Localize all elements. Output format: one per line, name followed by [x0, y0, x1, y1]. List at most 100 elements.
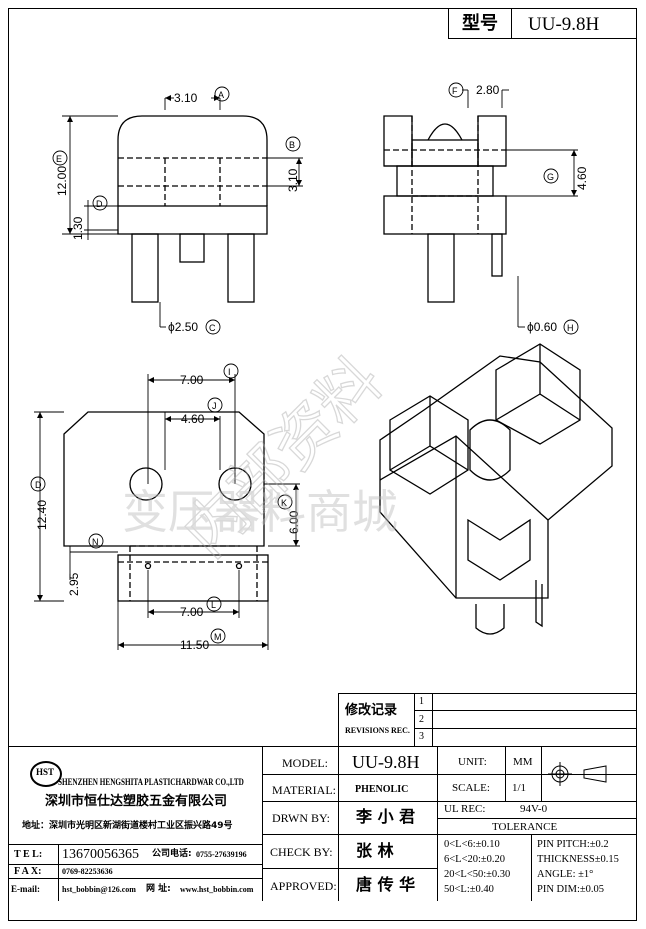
- rev-divider-b: [432, 693, 433, 746]
- approved-label: APPROVED:: [270, 879, 337, 893]
- fax-label: F A X:: [14, 866, 42, 877]
- dim-600: 6.00: [287, 510, 301, 534]
- check-label: CHECK BY:: [270, 845, 333, 859]
- unit-value: MM: [513, 756, 533, 768]
- model-header-box: [448, 8, 637, 39]
- right-divider: [437, 746, 438, 901]
- circle-m: M: [214, 632, 222, 642]
- circle-n: N: [92, 537, 99, 547]
- side-view: [383, 115, 507, 303]
- tolerance-row-3: 20<L<50:±0.30: [444, 869, 511, 880]
- dim-130: 1.30: [71, 216, 85, 240]
- revision-block: [338, 693, 637, 746]
- company-logo: [30, 761, 62, 787]
- model-value: UU-9.8H: [352, 752, 420, 772]
- ul-label: UL REC:: [444, 803, 486, 815]
- rev-mark-1: 1: [419, 696, 424, 707]
- material-label: MATERIAL:: [272, 783, 336, 797]
- isometric-view: [379, 343, 613, 635]
- scale-label: SCALE:: [452, 782, 490, 794]
- rev-divider-a: [414, 693, 415, 746]
- revision-title-en: REVISIONS REC.: [345, 726, 410, 735]
- circle-d-top: D: [35, 480, 42, 490]
- tel-value: 13670056365: [62, 847, 139, 862]
- dim-1240: 12.40: [35, 500, 49, 530]
- approved-value: 唐 传 华: [356, 875, 416, 894]
- circle-l: L: [211, 600, 216, 610]
- top-view: [63, 411, 269, 602]
- company-tel-value: 0755-27639196: [196, 850, 247, 859]
- value-divider: [338, 746, 339, 901]
- circle-i: I: [228, 367, 231, 377]
- unit-divider-2: [541, 746, 542, 801]
- circle-d-front: D: [96, 199, 103, 209]
- fax-value: 0769-82253636: [62, 867, 113, 876]
- circle-e: E: [56, 154, 62, 164]
- rev-mark-3: 3: [419, 731, 424, 742]
- title-block: [8, 746, 637, 901]
- company-address: 地址：深圳市光明区新湖街道楼村工业区振兴路49号: [22, 821, 233, 831]
- row-line-3: [262, 834, 438, 835]
- model-label: MODEL:: [282, 756, 328, 770]
- dim-295: 2.95: [67, 572, 81, 596]
- circle-k: K: [281, 498, 287, 508]
- tol-line-1: [437, 818, 637, 819]
- drawn-value: 李 小 君: [356, 807, 416, 826]
- company-name-en: SHENZHEN HENGSHITA PLASTICHARDWAR CO.,LT…: [58, 777, 244, 787]
- circle-h: H: [567, 323, 574, 333]
- dim-pin-dia-060: ϕ0.60: [527, 320, 557, 334]
- tolerance-row-1: 0<L<6:±0.10: [444, 839, 500, 850]
- dim-310-vert: 3.10: [286, 168, 300, 192]
- circle-j: J: [212, 401, 217, 411]
- material-value: PHENOLIC: [355, 784, 409, 795]
- dim-height-1200: 12.00: [55, 166, 69, 196]
- company-tel-label: 公司电话:: [152, 849, 192, 859]
- scale-value: 1/1: [512, 782, 527, 794]
- angle: ANGLE: ±1°: [537, 869, 594, 880]
- thickness: THICKNESS±0.15: [537, 854, 619, 865]
- drawn-label: DRWN BY:: [272, 811, 330, 825]
- circle-c: C: [209, 323, 216, 333]
- front-view-dims: [52, 86, 303, 335]
- tolerance-label: TOLERANCE: [492, 821, 558, 833]
- check-value: 张 林: [356, 841, 394, 860]
- contact-col-1: [58, 844, 59, 901]
- projection-symbol: [548, 762, 607, 786]
- unit-divider: [505, 746, 506, 801]
- watermark-line1: 变压器料商城: [122, 486, 398, 538]
- contact-line-3: [8, 878, 263, 879]
- circle-g: G: [547, 172, 554, 182]
- drawing-sheet: [8, 8, 637, 921]
- dim-pin-dia: ϕ2.50: [168, 320, 198, 334]
- header-model-value: UU-9.8H: [528, 14, 600, 35]
- tolerance-row-4: 50<L:±0.40: [444, 884, 494, 895]
- circle-a: A: [218, 90, 224, 100]
- web-value: www.hst_bobbin.com: [180, 885, 254, 894]
- company-divider: [262, 746, 263, 901]
- dim-460: 4.60: [181, 412, 205, 426]
- web-label: 网 址:: [146, 884, 171, 894]
- top-view-dims: [30, 363, 300, 650]
- rev-line-1: [414, 710, 637, 711]
- row-line-2: [262, 801, 637, 802]
- pin-dim: PIN DIM:±0.05: [537, 884, 605, 895]
- front-view: [117, 115, 268, 303]
- model-header-divider: [511, 8, 512, 39]
- dim-700-bottom: 7.00: [180, 605, 204, 619]
- dim-1150: 11.50: [180, 638, 209, 652]
- company-name-cn: 深圳市恒仕达塑胶五金有限公司: [45, 794, 228, 809]
- circle-f: F: [452, 86, 458, 96]
- contact-line-1: [8, 844, 263, 845]
- dim-280: 2.80: [476, 83, 500, 97]
- tolerance-row-2: 6<L<20:±0.20: [444, 854, 506, 865]
- type-label: 型号: [462, 13, 498, 34]
- contact-line-2: [8, 864, 263, 865]
- ul-value: 94V-0: [520, 803, 548, 815]
- email-value: hst_bobbin@126.com: [62, 885, 136, 894]
- dim-460-vert: 4.60: [575, 166, 589, 190]
- pin-pitch: PIN PITCH:±0.2: [537, 839, 609, 850]
- rev-mark-2: 2: [419, 714, 424, 725]
- revision-title-cn: 修改记录: [345, 703, 398, 718]
- dim-front-width: 3.10: [174, 91, 198, 105]
- side-view-dims: [448, 82, 579, 335]
